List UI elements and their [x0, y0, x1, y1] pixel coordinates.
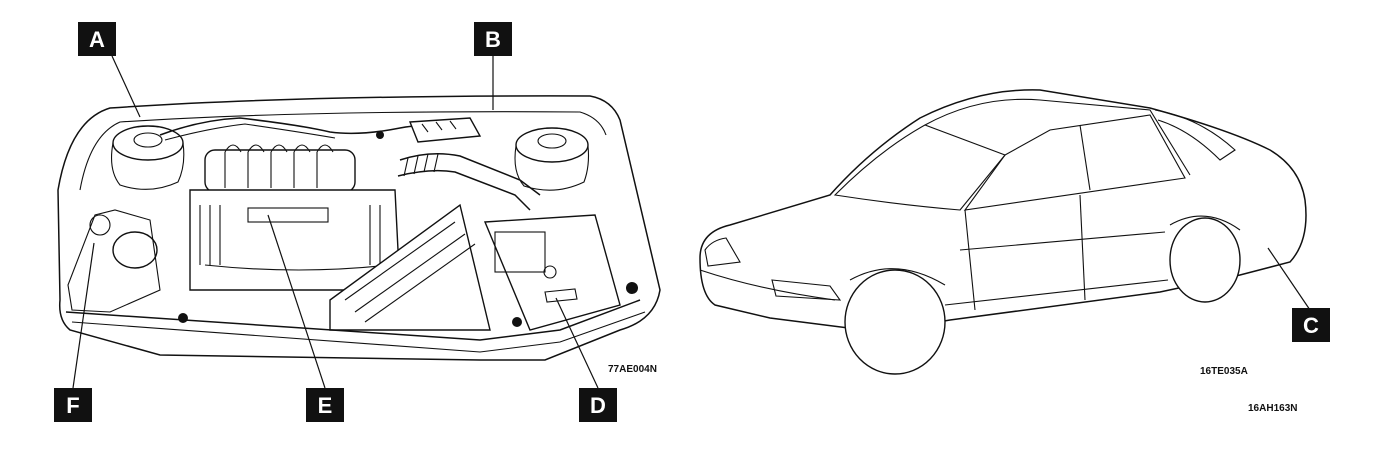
leader-lines — [72, 55, 1311, 389]
callout-a: A — [78, 22, 116, 56]
callout-b-label: B — [485, 27, 501, 52]
callout-c: C — [1292, 308, 1330, 342]
callout-e: E — [306, 388, 344, 422]
engine-bay-figure-code: 77AE004N — [608, 364, 657, 375]
callout-f-label: F — [66, 393, 79, 418]
callout-d-label: D — [590, 393, 606, 418]
leader-f — [72, 242, 95, 389]
callout-d: D — [579, 388, 617, 422]
leader-a — [111, 55, 141, 118]
callout-e-label: E — [318, 393, 333, 418]
leader-d — [555, 297, 599, 389]
page-figure-code: 16AH163N — [1248, 403, 1297, 414]
engine-bay-illustration — [57, 95, 661, 361]
leader-c — [1267, 247, 1311, 311]
car-illustration — [699, 89, 1307, 375]
leader-e — [267, 214, 326, 389]
callout-a-label: A — [89, 27, 105, 52]
callout-c-label: C — [1303, 313, 1319, 338]
car-figure-code: 16TE035A — [1200, 366, 1248, 377]
callout-b: B — [474, 22, 512, 56]
callout-f: F — [54, 388, 92, 422]
